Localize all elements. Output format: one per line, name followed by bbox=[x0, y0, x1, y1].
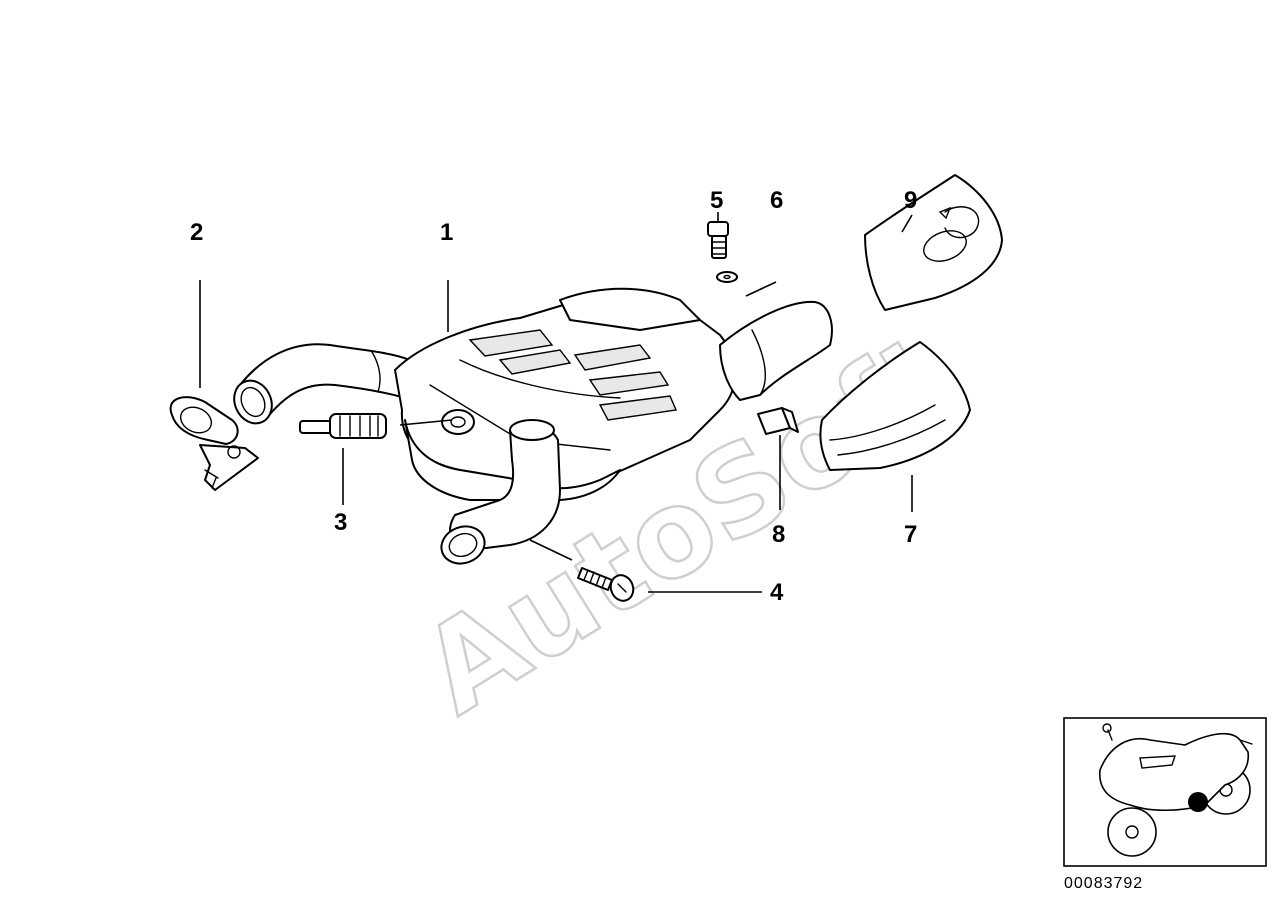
heat-shield-part-9[interactable] bbox=[864, 174, 1003, 311]
callout-1: 1 bbox=[440, 219, 453, 246]
locator-marker bbox=[1188, 792, 1208, 812]
pipe-clamp-part-2[interactable] bbox=[169, 396, 259, 491]
callout-5: 5 bbox=[710, 187, 723, 214]
callout-7: 7 bbox=[904, 521, 917, 548]
screw-part-5[interactable] bbox=[707, 221, 729, 259]
callout-6: 6 bbox=[770, 187, 783, 214]
callout-9: 9 bbox=[904, 187, 917, 214]
bolt-part-4[interactable] bbox=[577, 567, 637, 604]
washer-part-6[interactable] bbox=[716, 271, 738, 283]
locator-thumbnail bbox=[1063, 717, 1267, 867]
callout-3: 3 bbox=[334, 509, 347, 536]
stud-part-3[interactable] bbox=[299, 413, 387, 439]
reference-number: 00083792 bbox=[1064, 875, 1143, 892]
callout-4: 4 bbox=[770, 579, 784, 606]
clip-nut-part-8[interactable] bbox=[757, 407, 799, 435]
callout-8: 8 bbox=[772, 521, 785, 548]
rear-silencer-part-1[interactable] bbox=[227, 287, 833, 570]
heat-shield-part-7[interactable] bbox=[819, 341, 971, 471]
leader-lines bbox=[199, 212, 913, 593]
callout-2: 2 bbox=[190, 219, 203, 246]
motorcycle-outline bbox=[1099, 723, 1253, 857]
